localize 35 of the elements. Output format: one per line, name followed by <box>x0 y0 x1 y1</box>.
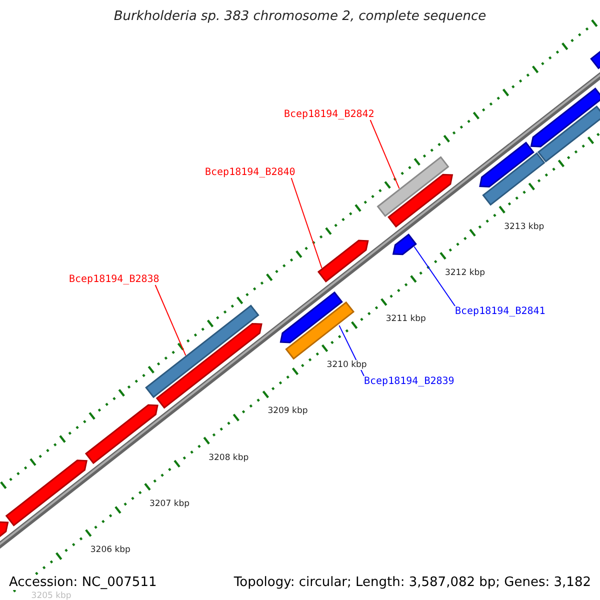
title: Burkholderia sp. 383 chromosome 2, complete sequence <box>112 9 488 24</box>
gene-feature <box>530 87 600 148</box>
gene-feature <box>376 156 450 218</box>
scale-label: 3208 kbp <box>208 452 249 463</box>
gene-label: Bcep18194_B2838 <box>69 274 160 285</box>
gene-feature <box>537 105 600 163</box>
scale-label: 3212 kbp <box>444 268 486 278</box>
gene-label: Bcep18194_B2840 <box>205 167 296 178</box>
leader-line <box>370 120 400 189</box>
gene-label: Bcep18194_B2841 <box>455 306 546 317</box>
scale-label: 3213 kbp <box>504 222 544 232</box>
scale-label: 3209 kbp <box>268 406 308 416</box>
gene-feature <box>479 142 534 188</box>
gene-feature <box>5 460 88 526</box>
scale-label: 3206 kbp <box>90 545 130 556</box>
gene-feature <box>84 404 158 464</box>
leader-line <box>154 284 186 356</box>
gene-feature <box>156 322 262 409</box>
leader-line <box>414 246 456 306</box>
footer-note: Topology: circular; Length: 3,587,082 bp; Genes: 3,182 <box>234 575 591 590</box>
gene-feature <box>482 152 546 206</box>
scale-label: 3207 kbp <box>149 498 190 509</box>
scale-label: 3211 kbp <box>386 314 426 324</box>
gene-feature <box>145 304 260 398</box>
gene-label: Bcep18194_B2839 <box>364 376 454 387</box>
footer-note: Accession: NC_007511 <box>9 575 157 590</box>
scale-label: 3210 kbp <box>326 360 367 370</box>
gene-feature <box>317 240 369 282</box>
gene-feature <box>388 174 454 228</box>
leader-line <box>290 178 322 269</box>
gene-label: Bcep18194_B2842 <box>284 109 374 120</box>
scale-label: 3205 kbp <box>31 591 72 600</box>
gene-feature <box>392 233 417 256</box>
gene-feature <box>285 301 355 360</box>
gene-feature <box>280 291 343 344</box>
